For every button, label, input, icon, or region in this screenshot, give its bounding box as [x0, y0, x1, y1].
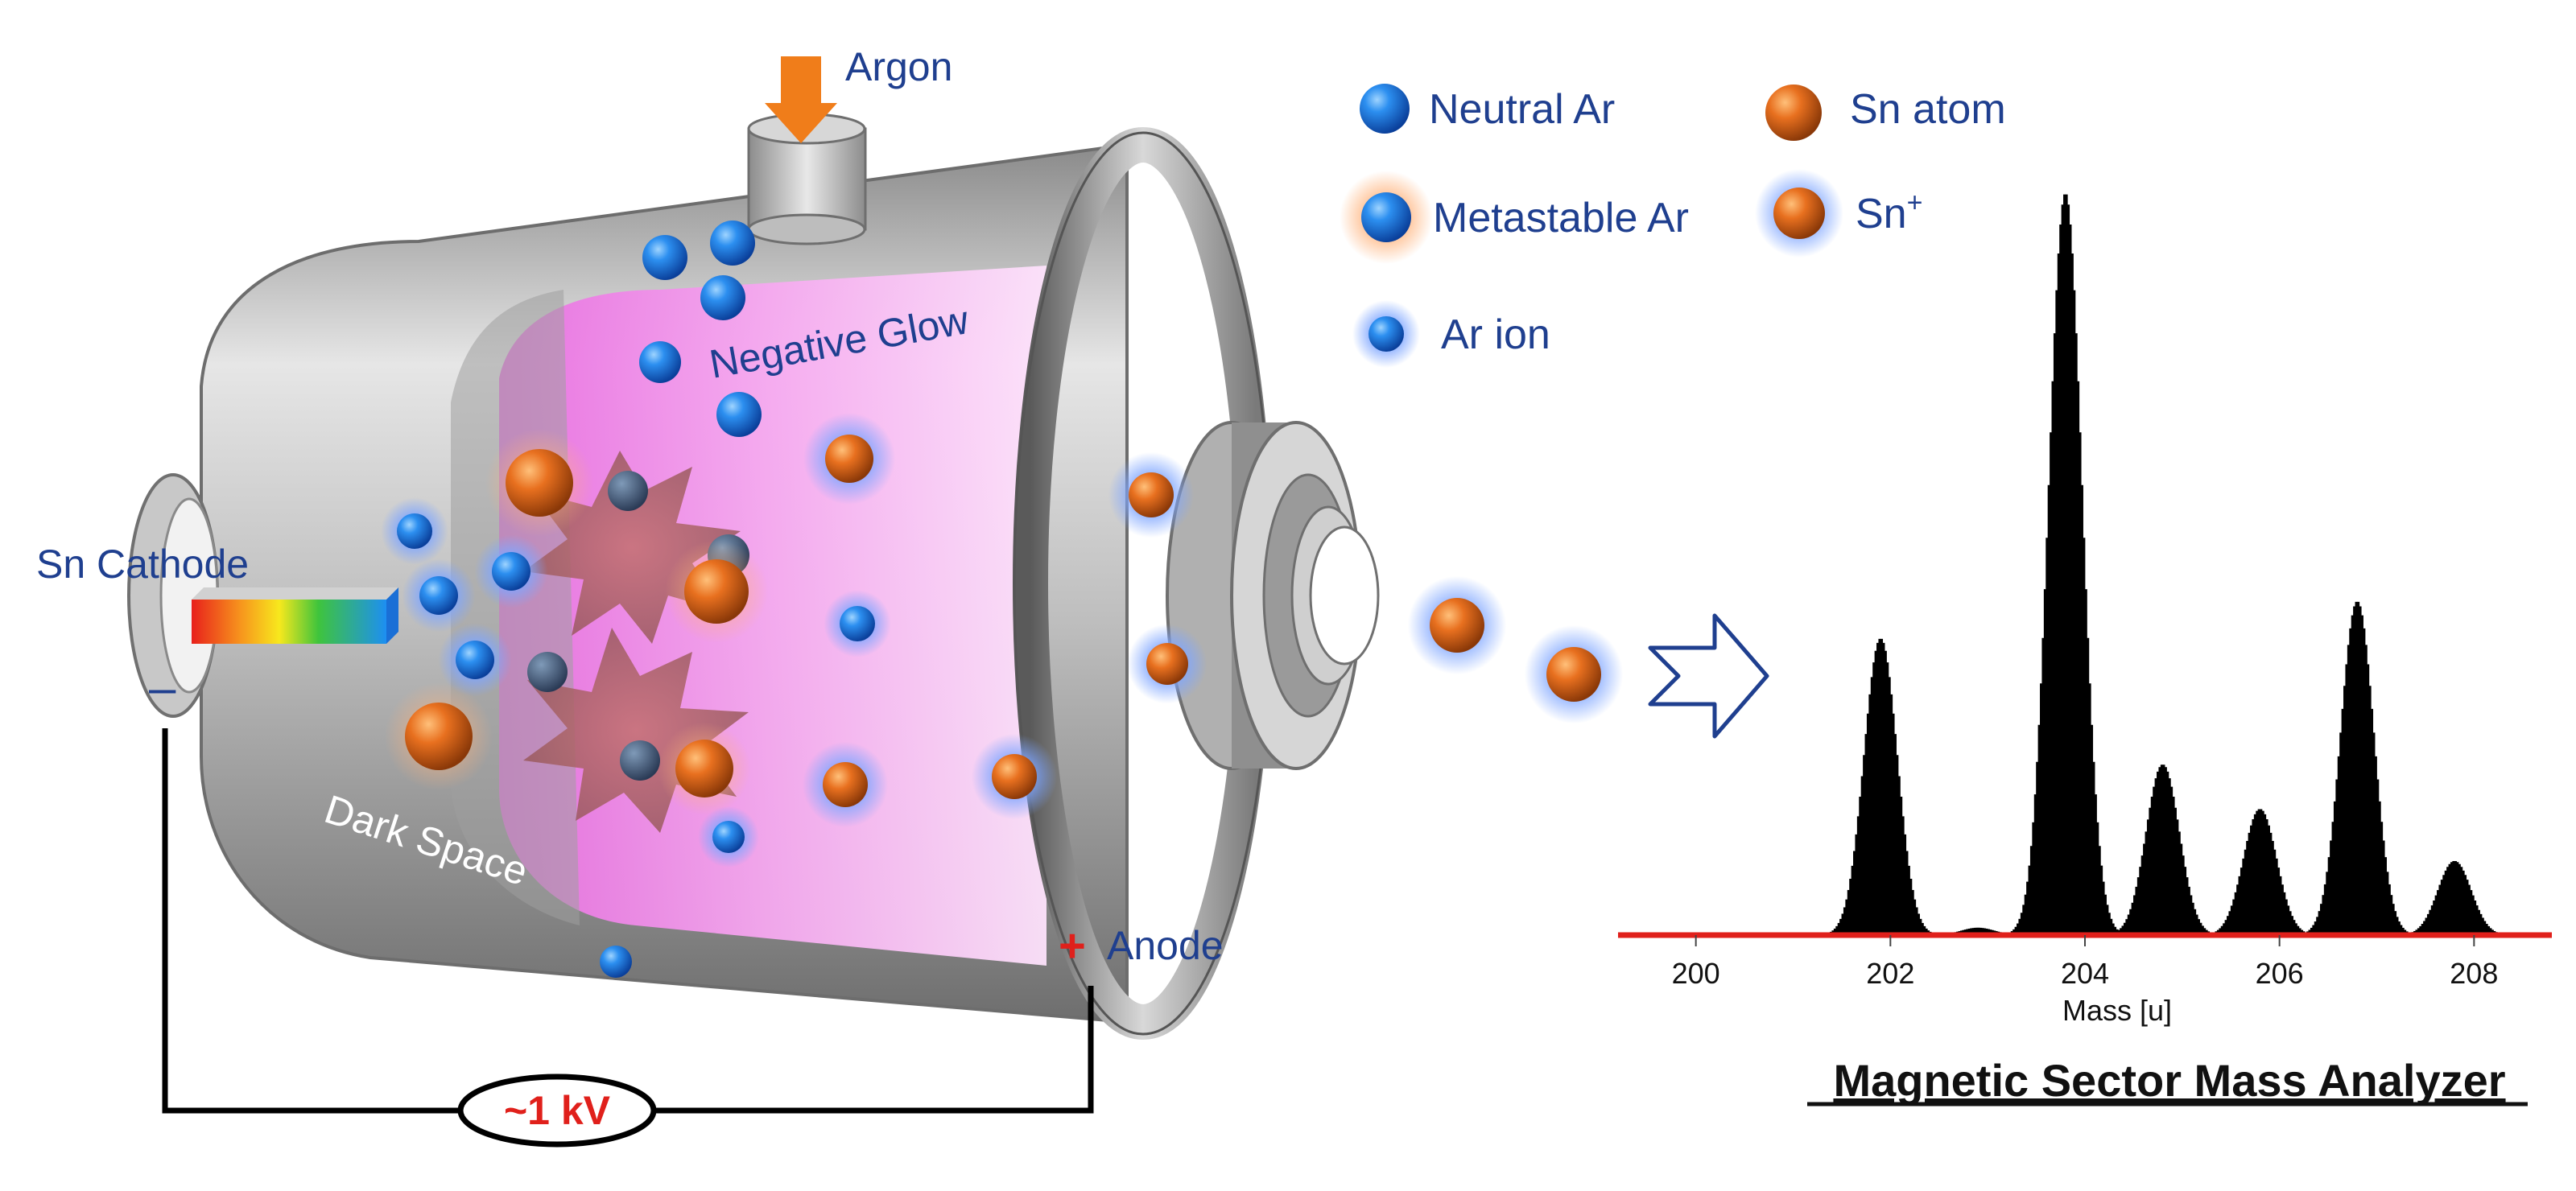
x-tick-label: 204	[2061, 957, 2109, 990]
ar-ion-particle	[474, 534, 548, 608]
voltage-source	[457, 1074, 657, 1148]
analyzer-title: Magnetic Sector Mass Analyzer	[1833, 1055, 2505, 1106]
sn-atom-particle	[384, 682, 493, 791]
transfer-arrow-icon	[1648, 613, 1769, 739]
legend-sn-ion: Sn+	[1755, 169, 1922, 258]
excited-particle	[620, 740, 660, 781]
particles-layer	[381, 220, 1208, 978]
spectrum-peak	[2411, 860, 2498, 935]
legend-sn-atom-label: Sn atom	[1850, 86, 2006, 133]
legend-neutral-ar-label: Neutral Ar	[1429, 86, 1615, 133]
sn-ion-particle	[1407, 575, 1507, 675]
sn-atom-particle	[658, 722, 751, 815]
spectrum-peaks	[1830, 194, 2498, 935]
excited-particle	[527, 652, 568, 692]
spectrum-peak	[2010, 194, 2119, 935]
anode-label: Anode	[1107, 923, 1224, 968]
sn-ion-particle	[1127, 624, 1208, 704]
mass-spectrum-chart: 200 202 204 206 208 Mass [u]	[1618, 194, 2552, 1027]
spectrum-peak	[2215, 809, 2306, 935]
x-axis-label: Mass [u]	[2062, 994, 2172, 1027]
voltage-label: ~1 kV	[504, 1088, 611, 1133]
legend-neutral-ar: Neutral Ar	[1360, 84, 1615, 134]
ar-ion-particle	[438, 623, 512, 697]
spectrum-peak	[1830, 638, 1932, 935]
sn-cathode-label: Sn Cathode	[36, 542, 249, 587]
legend-metastable-ar: Metastable Ar	[1340, 171, 1689, 264]
discharge-chamber	[127, 56, 1380, 1040]
neutral-ar-particle	[716, 392, 762, 437]
exiting-sn-ions	[1407, 575, 1624, 724]
cathode-sign: –	[149, 661, 176, 715]
x-tick-label: 206	[2256, 957, 2304, 990]
neutral-ar-particle	[639, 341, 681, 383]
ar-ion-particle	[381, 497, 448, 565]
exit-nozzle	[1166, 421, 1380, 770]
legend: Neutral Ar Metastable Ar Ar ion Sn atom …	[1340, 84, 2006, 368]
excited-particle	[608, 471, 648, 511]
legend-ar-ion-label: Ar ion	[1441, 311, 1550, 358]
spectrum-peak	[2306, 601, 2409, 935]
sn-ion-particle	[971, 733, 1058, 820]
x-tick-label: 202	[1866, 957, 1914, 990]
sn-atom-particle	[485, 428, 594, 538]
ar-ion-particle	[698, 806, 759, 867]
x-tick-label: 208	[2450, 957, 2498, 990]
legend-sn-ion-label: Sn+	[1856, 188, 1922, 237]
neutral-ar-particle	[700, 275, 745, 320]
sn-ion-particle	[1524, 624, 1624, 724]
ar-ion-particle	[824, 590, 891, 657]
sn-atom-particle	[665, 540, 768, 643]
ar-ion-particle	[402, 558, 476, 633]
argon-arrow-icon	[765, 56, 837, 143]
circuit-wire	[162, 728, 1094, 1114]
legend-ar-ion: Ar ion	[1352, 300, 1550, 368]
sn-ion-particle	[1108, 451, 1195, 538]
legend-sn-atom: Sn atom	[1765, 84, 2006, 141]
argon-inlet	[747, 113, 867, 245]
x-tick-label: 200	[1672, 957, 1720, 990]
sn-ion-particle	[802, 741, 889, 828]
legend-metastable-ar-label: Metastable Ar	[1433, 195, 1689, 241]
spectrum-peak	[2116, 764, 2211, 935]
neutral-ar-particle	[710, 220, 755, 266]
sn-cathode-bar	[192, 587, 398, 644]
x-axis-ticks: 200 202 204 206 208	[1672, 935, 2498, 990]
argon-label: Argon	[845, 44, 952, 89]
neutral-ar-particle	[600, 946, 632, 978]
sn-ion-particle	[803, 413, 895, 505]
neutral-ar-particle	[642, 235, 687, 280]
anode-sign: +	[1059, 920, 1086, 972]
